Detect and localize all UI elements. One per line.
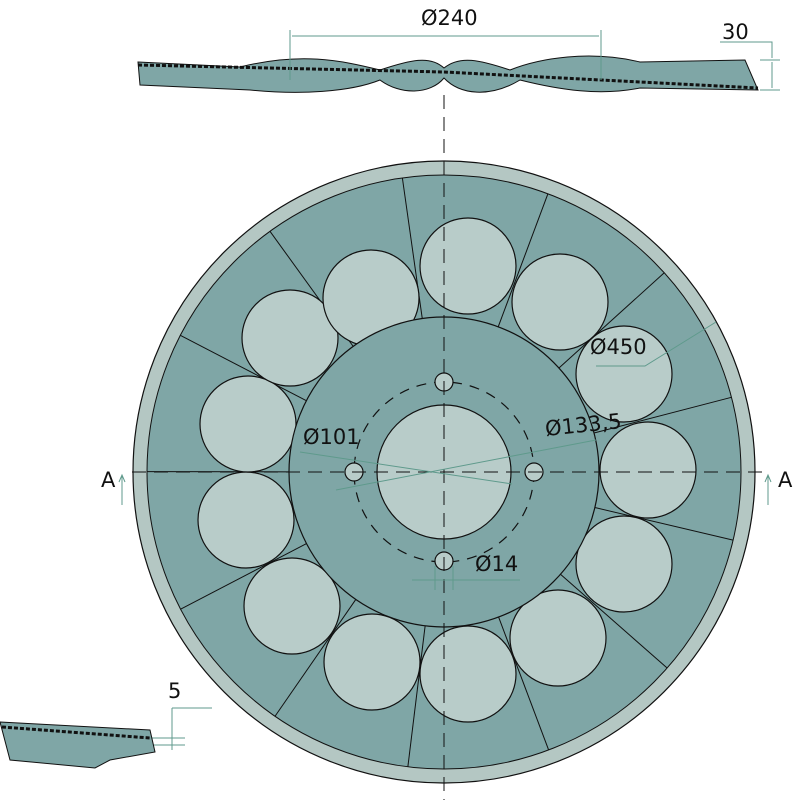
front-view-disc [132,95,770,800]
pocket-circle [511,253,609,351]
pocket-circle [509,589,607,687]
dimension-240-label: Ø240 [421,6,478,30]
segment-divider [180,334,307,402]
side-view-profile [137,55,759,93]
segment-divider [274,599,357,717]
segment-divider [497,193,549,327]
pocket-circle [419,217,517,315]
dimension-240-line [289,30,602,80]
dimension-101-label: Ø101 [303,425,360,449]
section-marker-right: A [778,468,793,492]
pocket-circle [575,325,673,423]
pocket-circle [599,421,697,519]
dimension-lines [118,30,780,750]
section-arrow-left [118,473,126,505]
pocket-circle [243,557,341,655]
dimension-30-line [720,41,780,91]
segment-divider [594,507,734,541]
section-arrow-right [764,473,772,505]
segment-divider [498,616,550,751]
pocket-circle [575,515,673,613]
segment-divider [558,272,665,369]
segment-divider [180,543,307,610]
pocket-circle [323,613,421,711]
edge-detail [0,721,156,769]
pocket-circle [199,375,297,473]
segment-divider [560,573,668,669]
pocket-circle [241,289,339,387]
dimension-hole-leaders [299,439,597,581]
pocket-circle [197,471,295,569]
edge-hatch [1,725,151,740]
dimension-5-label: 5 [168,679,182,703]
dimension-14-label: Ø14 [475,552,519,576]
dimension-450-label: Ø450 [590,335,647,359]
side-profile [137,55,759,93]
section-marker-left: A [101,468,116,492]
dimension-14-extension [434,566,454,590]
dimension-30-label: 30 [722,20,749,44]
dimension-5-line [150,707,212,750]
edge-profile [0,721,156,769]
segment-divider [407,625,426,767]
segment-divider [593,396,732,434]
side-section-hatch [137,63,759,90]
dimension-450-leader [596,321,717,367]
pocket-circle [419,625,517,723]
